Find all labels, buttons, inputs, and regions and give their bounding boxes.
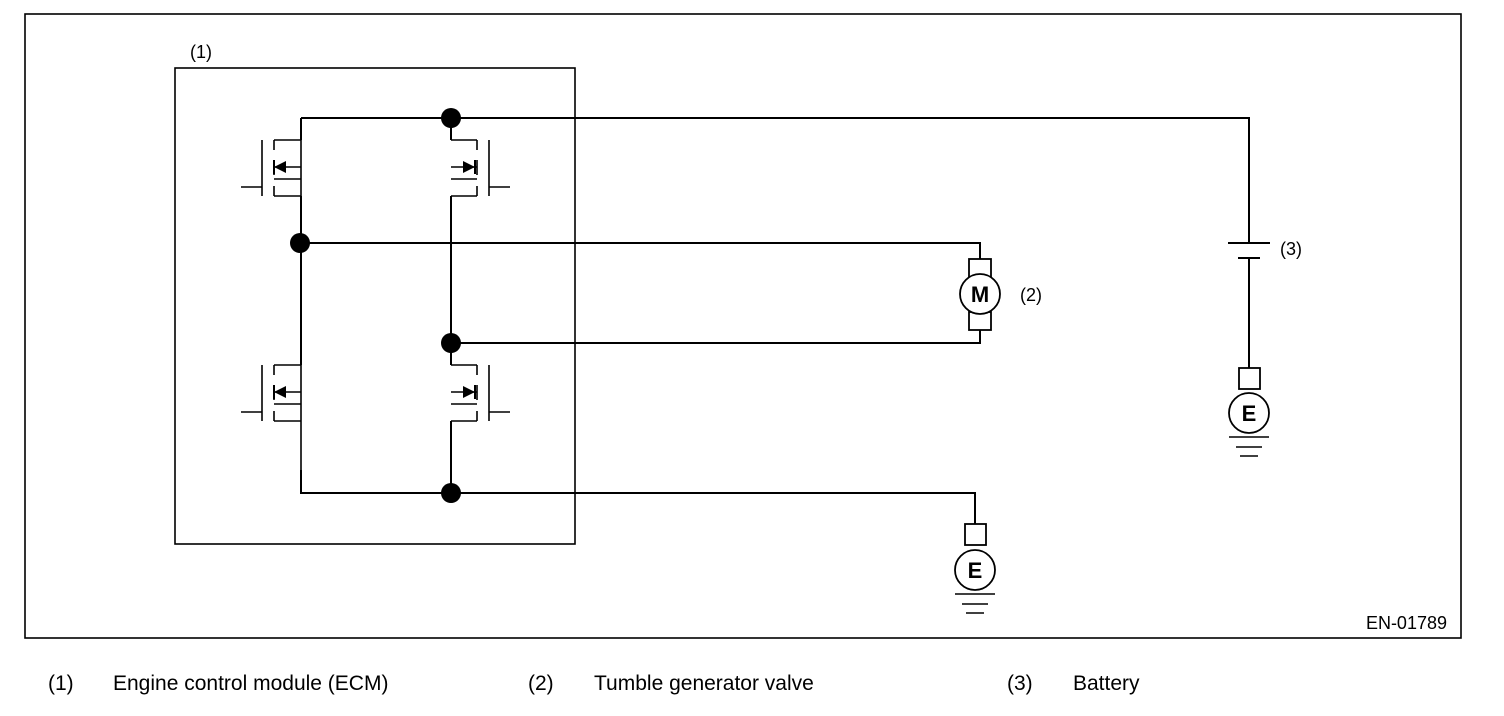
ground-lines-battery bbox=[1229, 436, 1269, 457]
ground-letter-ecm: E bbox=[968, 558, 983, 583]
transistor-lower-left bbox=[241, 364, 302, 470]
callout-battery: (3) bbox=[1280, 239, 1302, 259]
ground-symbol-battery bbox=[1228, 367, 1270, 434]
battery-symbol bbox=[1228, 242, 1270, 259]
transistor-upper-right bbox=[451, 139, 510, 197]
diode-upper-right bbox=[463, 161, 475, 173]
ground-lines-ecm bbox=[955, 593, 995, 614]
ground-letter-battery: E bbox=[1242, 401, 1257, 426]
motor-wire-1 bbox=[301, 242, 981, 259]
junction-dot-mid bbox=[441, 333, 461, 353]
wiring-diagram: M E E (1) (2) (3) EN-01789 bbox=[24, 13, 1462, 639]
legend-item-1-text: Engine control module (ECM) bbox=[113, 672, 389, 695]
diode-upper-left bbox=[274, 161, 286, 173]
diode-lower-left bbox=[274, 386, 286, 398]
junction-dot-left bbox=[290, 233, 310, 253]
callout-valve: (2) bbox=[1020, 285, 1042, 305]
ecm-ground-wire bbox=[300, 470, 976, 524]
diagram-frame bbox=[24, 13, 1462, 639]
motor-letter: M bbox=[971, 282, 989, 307]
junction-dot-top bbox=[441, 108, 461, 128]
diode-lower-right bbox=[463, 386, 475, 398]
legend-item-2-text: Tumble generator valve bbox=[594, 672, 814, 695]
ground-symbol-ecm bbox=[954, 523, 996, 591]
legend-item-3-text: Battery bbox=[1073, 672, 1140, 695]
ecm-box bbox=[174, 67, 576, 545]
legend-item-1-num: (1) bbox=[48, 672, 74, 695]
legend-item-3-num: (3) bbox=[1007, 672, 1033, 695]
motor-symbol bbox=[959, 258, 1001, 331]
battery-positive-wire bbox=[301, 117, 1250, 243]
transistor-upper-left bbox=[241, 139, 302, 197]
legend-item-2-num: (2) bbox=[528, 672, 554, 695]
junction-dot-bottom bbox=[441, 483, 461, 503]
transistor-lower-right bbox=[451, 364, 510, 422]
figure-id: EN-01789 bbox=[1366, 613, 1447, 633]
callout-ecm: (1) bbox=[190, 42, 212, 62]
motor-wire-2 bbox=[451, 330, 981, 344]
